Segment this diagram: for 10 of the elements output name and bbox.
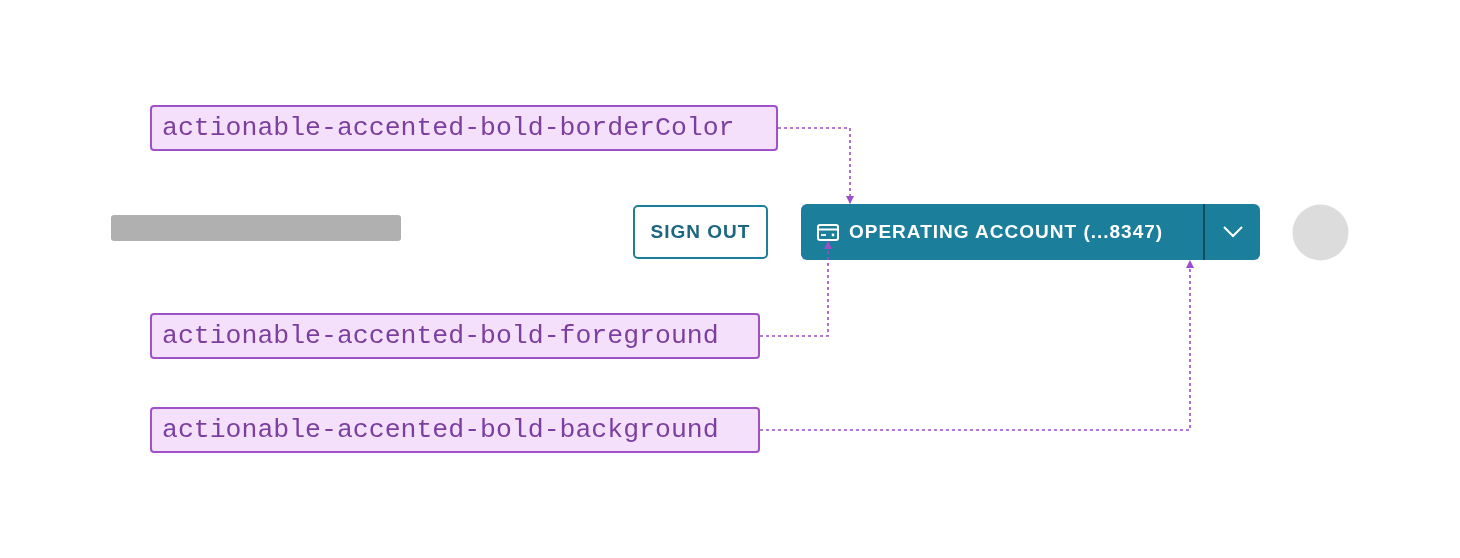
token-label: actionable-accented-bold-background xyxy=(150,407,760,453)
account-dropdown-button xyxy=(801,204,1260,260)
sign-out-button: SIGN OUT xyxy=(633,205,768,259)
token-label: actionable-accented-bold-borderColor xyxy=(150,105,778,151)
leader-line xyxy=(777,127,854,205)
token-label: actionable-accented-bold-foreground xyxy=(150,313,760,359)
button-label: OPERATING ACCOUNT (...8347) xyxy=(849,220,1164,244)
leader-line xyxy=(759,240,832,337)
leader-line xyxy=(759,259,1194,431)
credit-card-icon xyxy=(817,224,839,241)
